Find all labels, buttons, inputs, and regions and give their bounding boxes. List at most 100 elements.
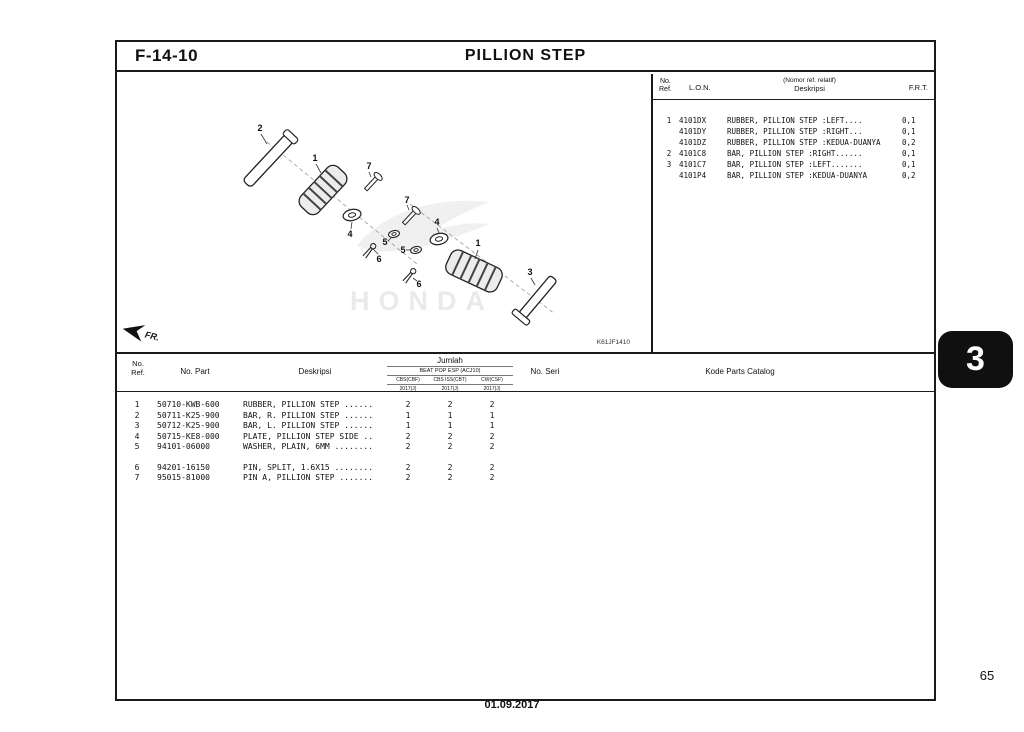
col-header-no-ref: No. Ref. (659, 78, 672, 94)
diagram-code: K61JF1410 (597, 339, 631, 346)
callout-2: 2 (257, 123, 262, 133)
cell-part-number: 50710-KWB-600 (157, 400, 220, 409)
cell-desc: BAR, PILLION STEP :LEFT....... (727, 160, 863, 169)
table-row: 1 4101DX RUBBER, PILLION STEP :LEFT.... … (653, 115, 934, 126)
col-header-no-seri: No. Seri (530, 367, 560, 376)
exploded-diagram: HONDA (122, 123, 631, 346)
table-row: 5 94101-06000 WASHER, PLAIN, 6MM .......… (117, 442, 934, 453)
cell-ref: 3 (666, 160, 672, 169)
watermark-text: HONDA (350, 286, 494, 316)
jumlah-label: Jumlah (387, 356, 513, 367)
part-plate-1 (342, 208, 362, 222)
cell-part-number: 94101-06000 (157, 442, 210, 451)
cell-qty: 2 (405, 431, 411, 441)
cell-ref: 1 (666, 116, 672, 125)
fr-arrow-icon (122, 325, 146, 342)
year-label: 2017(J) (399, 386, 417, 392)
variant-labels: CBS(CBF) CBS ISS(CBT) CW(CSF) (387, 376, 513, 385)
col-header-frt: F.R.T. (908, 83, 928, 92)
cell-desc: BAR, R. PILLION STEP ...... (243, 410, 374, 420)
page-frame: F-14-10 PILLION STEP HONDA (115, 40, 936, 701)
table-row: 3 50712-K25-900 BAR, L. PILLION STEP ...… (117, 421, 934, 432)
cell-qty: 2 (489, 431, 495, 441)
cell-ref: 7 (134, 473, 140, 482)
variant-label: CBS(CBF) (396, 377, 420, 383)
callout-5b: 5 (400, 245, 405, 255)
table-row: 4101DY RUBBER, PILLION STEP :RIGHT... 0,… (653, 126, 934, 137)
cell-frt: 0,1 (902, 116, 916, 125)
callout-leader-lines (260, 133, 536, 286)
cell-qty: 1 (405, 421, 411, 430)
part-rubber-lower (445, 249, 503, 293)
table-row: 1 50710-KWB-600 RUBBER, PILLION STEP ...… (117, 400, 934, 411)
year-labels: 2017(J) 2017(J) 2017(J) (387, 385, 513, 392)
cell-ref: 1 (134, 400, 140, 409)
section-tab: 3 (938, 331, 1013, 388)
cell-ref (659, 137, 679, 148)
cell-qty: 2 (447, 442, 453, 451)
cell-qty: 2 (447, 473, 453, 482)
cell-qty: 1 (489, 410, 495, 420)
col-header-kode-parts-catalog: Kode Parts Catalog (705, 367, 775, 376)
cell-qty: 1 (447, 421, 453, 430)
callout-7a: 7 (366, 161, 371, 171)
cell-desc: BAR, PILLION STEP :RIGHT...... (727, 149, 863, 158)
cell-qty: 2 (405, 400, 411, 409)
fr-direction-marker: FR. (122, 325, 160, 343)
no-ref-line2: Ref. (659, 86, 672, 93)
cell-desc: RUBBER, PILLION STEP :RIGHT... (727, 127, 863, 136)
callout-6b: 6 (416, 279, 421, 289)
variant-label: CW(CSF) (481, 377, 503, 383)
cell-ref (659, 126, 679, 137)
variant-label: CBS ISS(CBT) (433, 377, 467, 383)
cell-qty: 1 (489, 421, 495, 430)
cell-part-number: 50712-K25-900 (157, 421, 220, 430)
cell-desc: PIN, SPLIT, 1.6X15 ........ (243, 462, 374, 472)
assembly-axis-lines (266, 141, 556, 315)
part-plate-2 (429, 232, 449, 246)
part-pin-a-2 (401, 206, 421, 226)
no-ref-line2: Ref. (131, 367, 145, 377)
col-header-lon: L.O.N. (689, 83, 711, 92)
reference-table-rows: 1 4101DX RUBBER, PILLION STEP :LEFT.... … (653, 100, 934, 181)
col-header-no-ref: No. Ref. (125, 359, 151, 377)
cell-frt: 0,2 (902, 171, 916, 180)
callout-1a: 1 (312, 153, 317, 163)
table-row: 2 50711-K25-900 BAR, R. PILLION STEP ...… (117, 411, 934, 422)
cell-part-number: 50715-KE8-000 (157, 431, 220, 441)
cell-ref: 2 (666, 149, 672, 158)
cell-part-number: 95015-81000 (157, 473, 210, 482)
part-bar-right (511, 275, 557, 326)
cell-lon: 4101DZ (679, 138, 707, 147)
table-row: 4101DZ RUBBER, PILLION STEP :KEDUA-DUANY… (653, 137, 934, 148)
title-bar: F-14-10 PILLION STEP (117, 42, 934, 72)
part-split-pin-2 (402, 268, 417, 284)
cell-ref: 6 (134, 462, 140, 472)
table-row: 7 95015-81000 PIN A, PILLION STEP ......… (117, 473, 934, 484)
cell-desc: RUBBER, PILLION STEP :KEDUA-DUANYA (727, 138, 881, 147)
cell-qty: 1 (447, 410, 453, 420)
cell-qty: 2 (489, 462, 495, 472)
cell-frt: 0,2 (902, 138, 916, 147)
fr-label: FR. (144, 329, 160, 342)
honda-wing-icon (357, 200, 489, 252)
table-row: 6 94201-16150 PIN, SPLIT, 1.6X15 .......… (117, 463, 934, 474)
table-row: 4101P4 BAR, PILLION STEP :KEDUA-DUANYA 0… (653, 170, 934, 181)
part-rubber-upper (298, 164, 348, 216)
cell-qty: 2 (489, 473, 495, 482)
cell-ref: 2 (134, 410, 140, 420)
reference-table-header: No. Ref. L.O.N. (Nomor ref. relatif) Des… (653, 74, 934, 100)
col-header-deskripsi: (Nomor ref. relatif) Deskripsi (725, 77, 894, 93)
year-label: 2017(J) (441, 386, 459, 392)
no-ref-line1: No. (659, 78, 671, 85)
footer-date: 01.09.2017 (484, 699, 540, 711)
year-label: 2017(J) (483, 386, 501, 392)
part-bar-left (243, 129, 299, 187)
callout-numbers: 2 1 7 4 7 5 6 5 6 4 1 3 (257, 123, 532, 289)
cell-desc: BAR, L. PILLION STEP ...... (243, 421, 374, 430)
part-pin-a-1 (363, 172, 383, 192)
cell-part-number: 94201-16150 (157, 462, 210, 472)
cell-desc: BAR, PILLION STEP :KEDUA-DUANYA (727, 171, 867, 180)
table-row: 4 50715-KE8-000 PLATE, PILLION STEP SIDE… (117, 432, 934, 443)
